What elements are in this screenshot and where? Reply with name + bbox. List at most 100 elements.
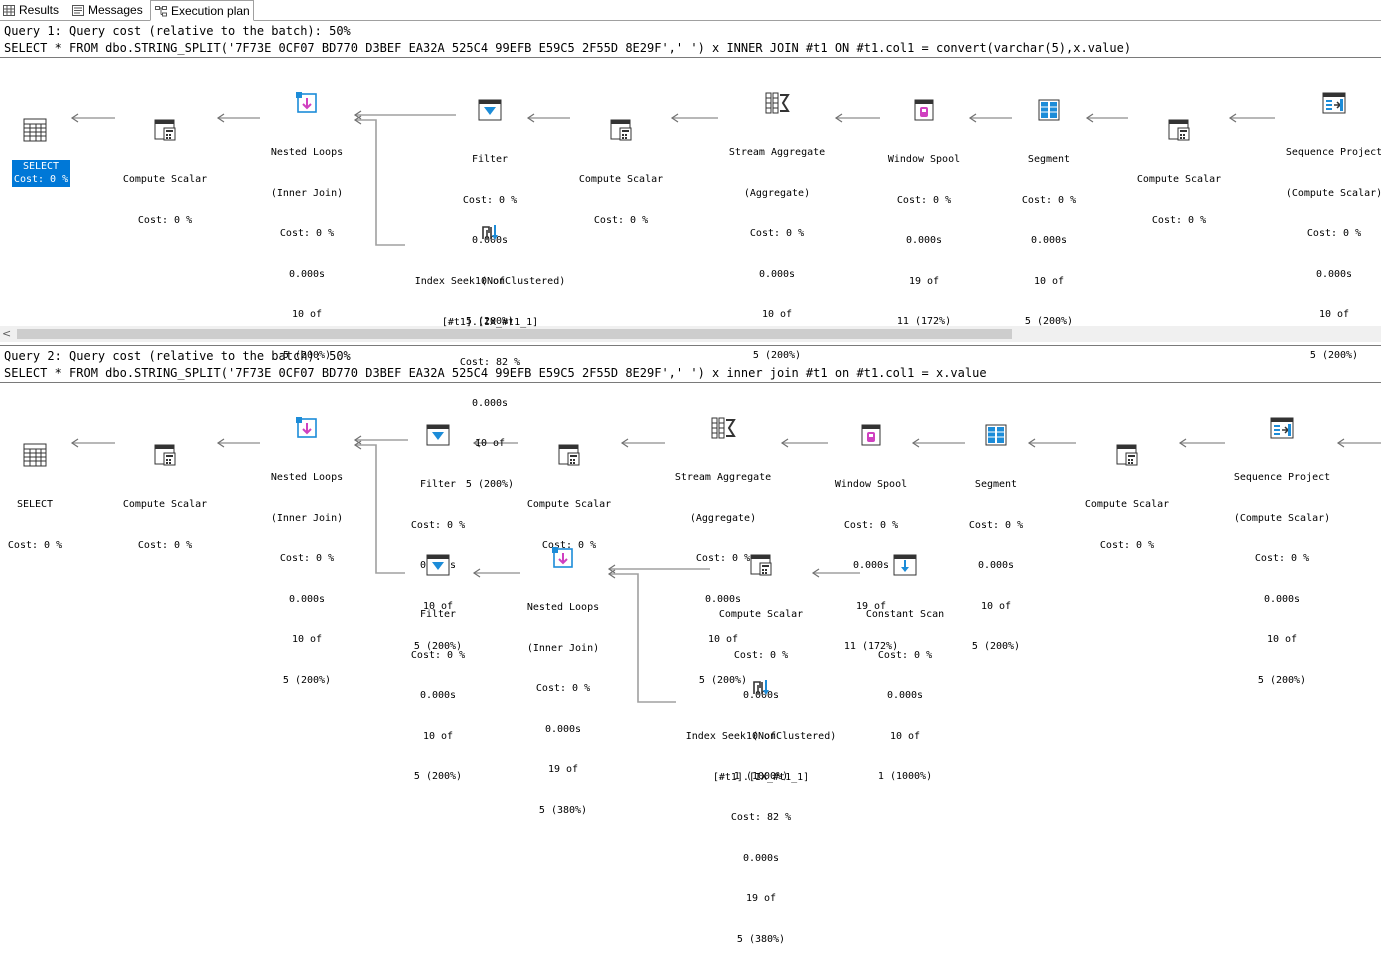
grid-icon	[3, 5, 15, 16]
node-line: Cost: 0 %	[410, 519, 466, 531]
compute-scalar-icon	[1116, 444, 1138, 466]
plan2-stream-aggregate-node[interactable]: Stream Aggregate (Aggregate) Cost: 0 % 0…	[638, 388, 808, 701]
node-line: Cost: 0 %	[843, 519, 899, 531]
scrollbar-thumb[interactable]	[17, 329, 1012, 339]
plan1-window-spool-node[interactable]: Window Spool Cost: 0 % 0.000s 19 of 11 (…	[839, 70, 1009, 342]
node-title: Sequence Project	[1233, 472, 1331, 483]
node-line: 10 of	[422, 730, 454, 742]
compute-scalar-icon	[1168, 119, 1190, 141]
plan1-segment-node[interactable]: Segment Cost: 0 % 0.000s 10 of 5 (200%)	[964, 70, 1134, 342]
compute-scalar-icon	[558, 444, 580, 466]
select-icon	[23, 443, 47, 467]
node-line: 5 (380%)	[736, 933, 786, 945]
node-title: SELECT	[22, 160, 60, 172]
node-line: 10 of	[1318, 309, 1350, 320]
plan1-filter-node[interactable]: Filter Cost: 0 % 0.000s 10 of 5 (200%)	[405, 70, 575, 342]
node-line: Cost: 82 %	[459, 357, 521, 368]
query2-top-divider	[0, 345, 1381, 346]
scroll-left-icon[interactable]: <	[2, 327, 12, 340]
node-line: 0.000s	[977, 560, 1015, 571]
node-title: Stream Aggregate	[674, 472, 772, 483]
window-spool-icon	[861, 424, 881, 446]
node-title: Window Spool	[887, 154, 961, 165]
node-line: 5 (200%)	[1024, 316, 1074, 327]
node-title: Compute Scalar	[718, 609, 804, 620]
plan2-compute-scalar-node-2[interactable]: Compute Scalar Cost: 0 %	[484, 415, 654, 566]
node-line: Cost: 0 %	[1254, 553, 1310, 564]
filter-icon	[426, 554, 450, 576]
tab-results[interactable]: Results	[3, 0, 66, 20]
node-line: 10 of	[291, 634, 323, 645]
plan1-nested-loops-node[interactable]: Nested Loops (Inner Join) Cost: 0 % 0.00…	[222, 63, 392, 376]
window-spool-icon	[914, 99, 934, 121]
plan2-segment-node[interactable]: Segment Cost: 0 % 0.000s 10 of 5 (200%)	[911, 395, 1081, 667]
compute-scalar-icon	[154, 444, 176, 466]
select-icon	[23, 118, 47, 142]
node-line: Cost: 0 %	[896, 194, 952, 206]
node-line: Cost: 0 %	[279, 228, 335, 239]
plan2-index-seek-node[interactable]: Index Seek (NonClustered) [#t1].[IX_#t1_…	[676, 647, 846, 960]
plan2-sequence-project-node[interactable]: Sequence Project (Compute Scalar) Cost: …	[1197, 388, 1367, 701]
node-title: Compute Scalar	[578, 174, 664, 185]
tab-messages[interactable]: Messages	[72, 0, 150, 20]
node-line: 0.000s	[471, 235, 509, 246]
plan2-nested-loops-node[interactable]: Nested Loops (Inner Join) Cost: 0 % 0.00…	[222, 388, 392, 701]
node-line: Cost: 0 %	[593, 214, 649, 226]
plan2-compute-scalar-node[interactable]: Compute Scalar Cost: 0 %	[80, 415, 250, 566]
plan1-compute-scalar-node[interactable]: Compute Scalar Cost: 0 %	[80, 90, 250, 241]
node-line: 19 of	[855, 600, 887, 612]
node-line: Cost: 0 %	[462, 194, 518, 206]
plan2-filter-node-2[interactable]: Filter Cost: 0 % 0.000s 10 of 5 (200%)	[353, 525, 523, 797]
node-line: 0.000s	[905, 235, 943, 246]
plan1-compute-scalar-node-3[interactable]: Compute Scalar Cost: 0 %	[1094, 90, 1264, 241]
plan1-compute-scalar-node-2[interactable]: Compute Scalar Cost: 0 %	[536, 90, 706, 241]
node-line: Cost: 0 %	[968, 519, 1024, 531]
node-line: 5 (200%)	[971, 641, 1021, 652]
query2-sql-text: SELECT * FROM dbo.STRING_SPLIT('7F73E 0C…	[4, 366, 987, 380]
plan2-compute-scalar-node-3[interactable]: Compute Scalar Cost: 0 %	[1042, 415, 1212, 566]
filter-icon	[426, 424, 450, 446]
node-line: (Compute Scalar)	[1233, 512, 1331, 524]
tab-execution-plan[interactable]: Execution plan	[150, 0, 254, 21]
plan2-select-node[interactable]: SELECT Cost: 0 %	[0, 415, 120, 566]
node-title: Sequence Project	[1285, 147, 1381, 158]
plan1-sequence-project-node[interactable]: Sequence Project (Compute Scalar) Cost: …	[1249, 63, 1381, 376]
tab-results-label: Results	[19, 3, 60, 17]
node-line: Cost: 0 %	[137, 539, 193, 551]
node-line: 5 (200%)	[282, 674, 332, 686]
query2-cost-header: Query 2: Query cost (relative to the bat…	[4, 349, 351, 363]
horizontal-scrollbar[interactable]: <	[0, 326, 1381, 342]
node-line: 10 of	[980, 600, 1012, 612]
node-line: 5 (200%)	[465, 478, 515, 490]
node-line: 5 (200%)	[1257, 674, 1307, 686]
node-line: 0.000s	[704, 593, 742, 605]
node-line: 0.000s	[886, 690, 924, 701]
node-line: 10 of	[745, 730, 777, 742]
plan2-nested-loops-node-2[interactable]: Nested Loops (Inner Join) Cost: 0 % 0.00…	[478, 518, 648, 831]
node-title: Index Seek (NonClustered)	[685, 731, 837, 742]
node-line: Cost: 0 %	[535, 683, 591, 694]
compute-scalar-icon	[154, 119, 176, 141]
query2-divider	[0, 382, 1381, 383]
tab-execution-plan-label: Execution plan	[171, 4, 250, 18]
results-tab-strip: Results Messages Execution plan	[0, 0, 1381, 21]
node-line: 0.000s	[1263, 593, 1301, 605]
node-line: 10 of	[889, 730, 921, 742]
plan1-stream-aggregate-node[interactable]: Stream Aggregate (Aggregate) Cost: 0 % 0…	[692, 63, 862, 376]
segment-icon	[1038, 99, 1060, 121]
plan1-index-seek-node[interactable]: Index Seek (NonClustered) [#t1].[IX_#t1_…	[405, 192, 575, 505]
node-line: 11 (172%)	[896, 316, 952, 327]
index-seek-icon	[753, 680, 769, 695]
node-line: 5 (200%)	[465, 316, 515, 327]
node-line: 5 (200%)	[282, 349, 332, 361]
node-line: Cost: 0 %	[733, 649, 789, 661]
node-title: Compute Scalar	[526, 499, 612, 510]
node-line: Cost: 0 %	[1021, 194, 1077, 206]
node-line: Cost: 0 %	[877, 649, 933, 661]
node-line: 0.000s	[471, 397, 509, 409]
node-line: 10 of	[1266, 634, 1298, 645]
plan2-window-spool-node[interactable]: Window Spool Cost: 0 % 0.000s 19 of 11 (…	[786, 395, 956, 667]
nested-loops-icon	[552, 547, 573, 568]
node-line: (Inner Join)	[270, 187, 344, 199]
